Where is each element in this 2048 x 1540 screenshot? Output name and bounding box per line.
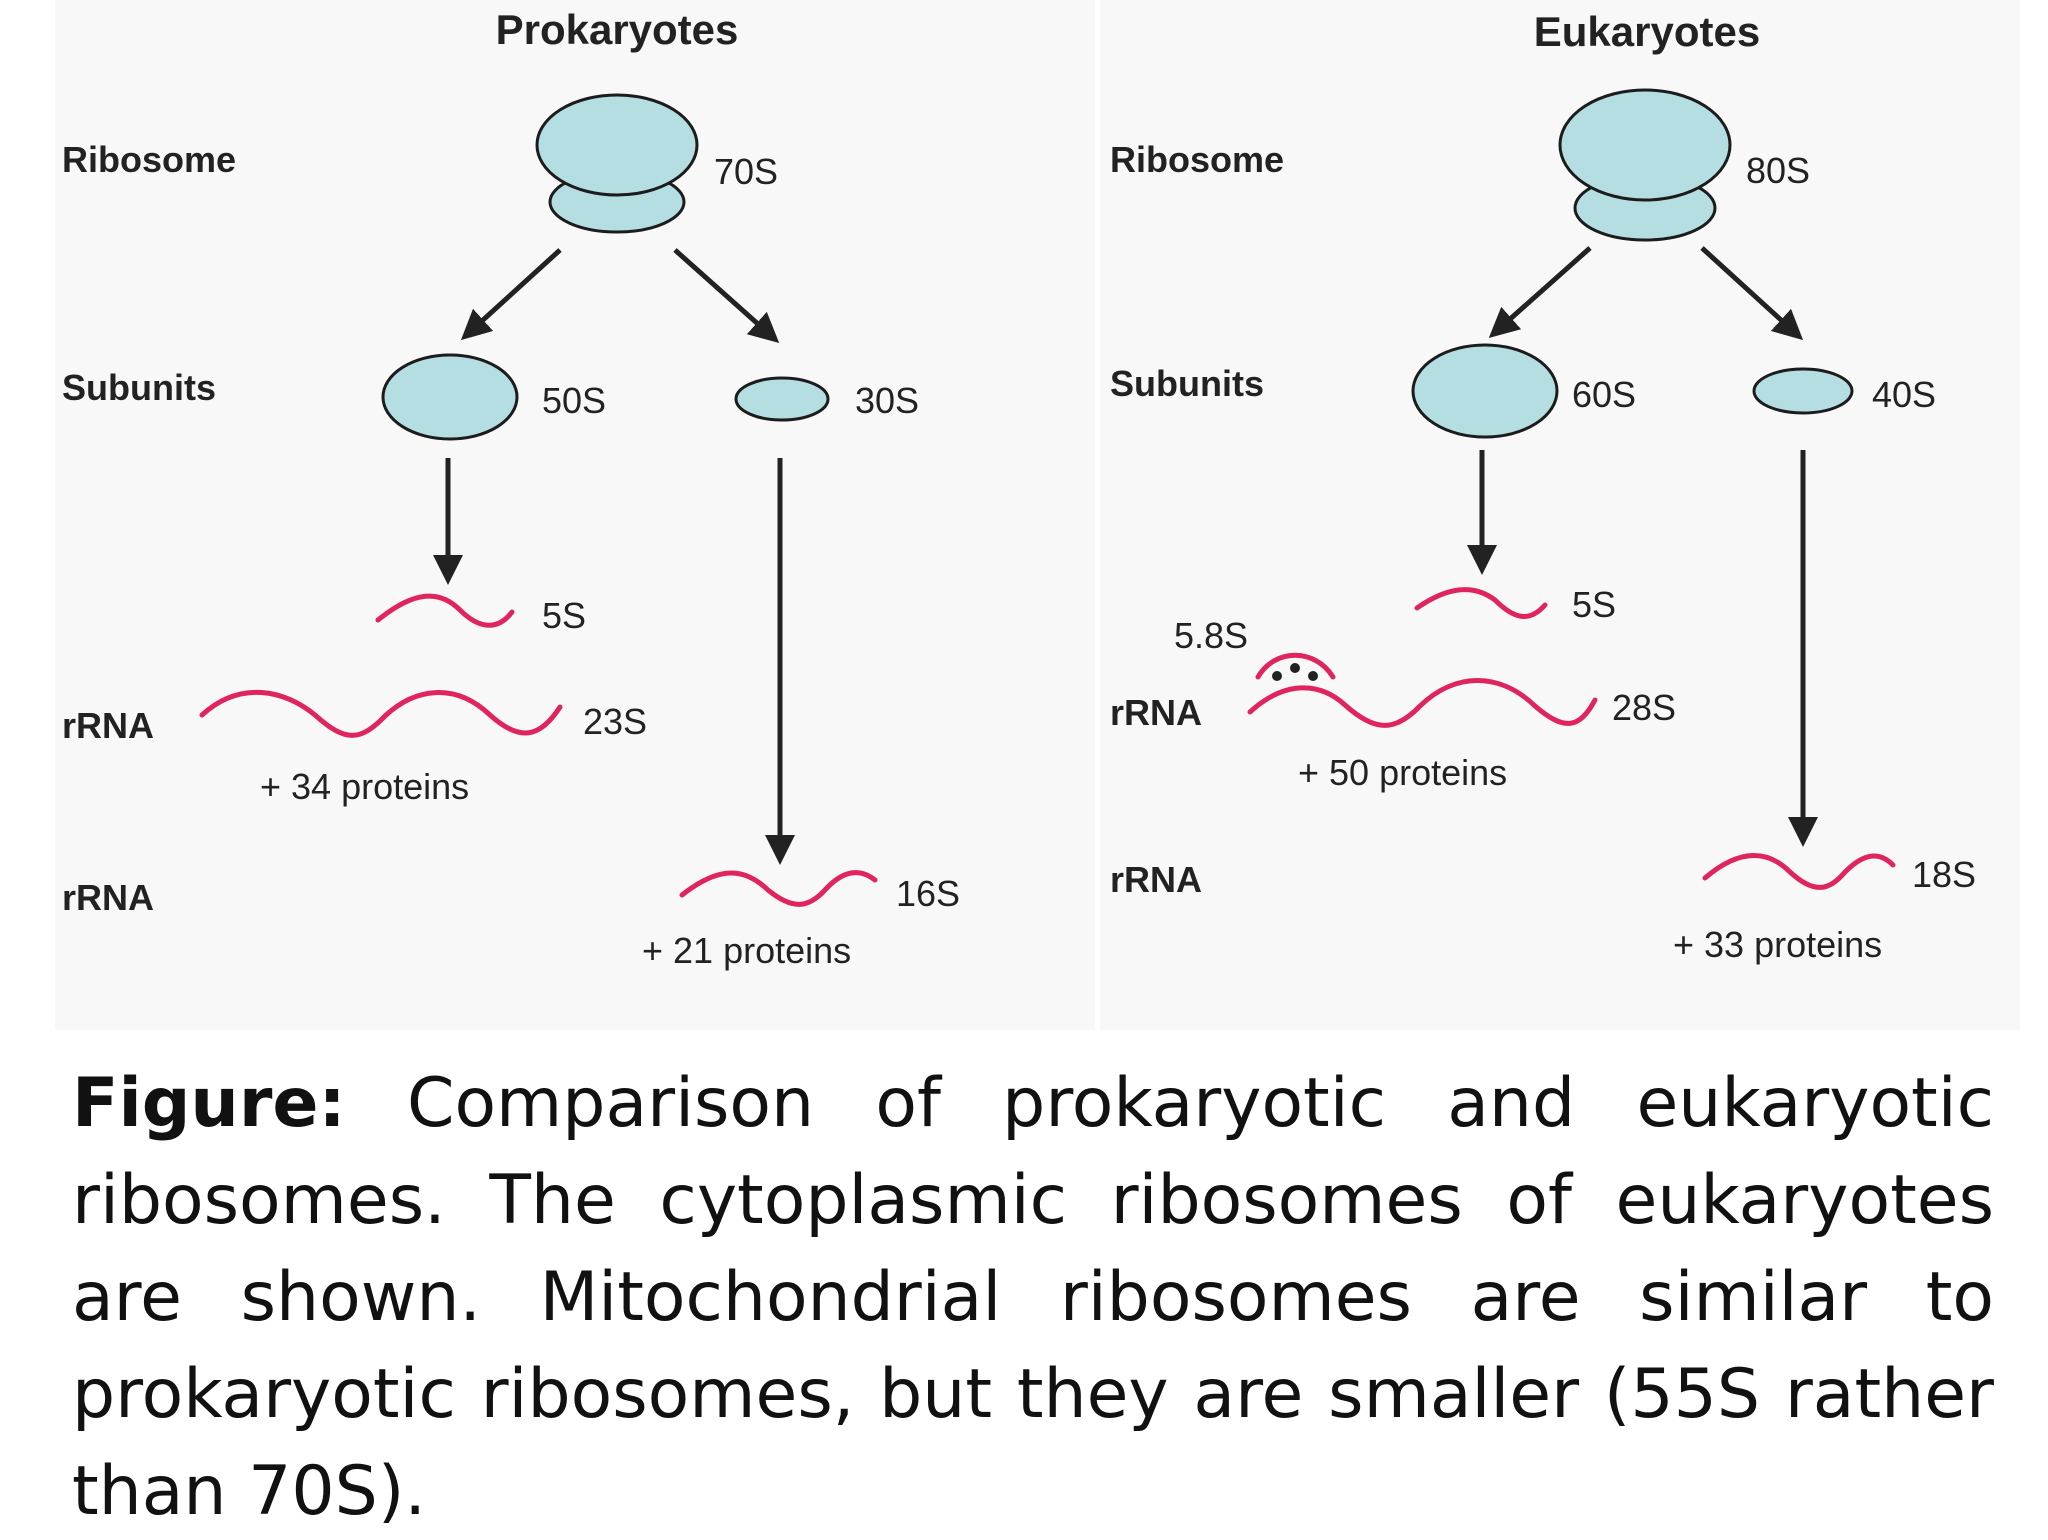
euk-large-subunit-label: 60S bbox=[1572, 374, 1636, 415]
euk-80s-ribosome-icon bbox=[1558, 88, 1732, 242]
prok-30s-subunit-icon bbox=[734, 376, 830, 422]
prok-small-subunit-label: 30S bbox=[855, 380, 919, 421]
euk-row-label-rrna: rRNA bbox=[1110, 692, 1202, 733]
euk-row-label-rrna-small: rRNA bbox=[1110, 859, 1202, 900]
euk-small-proteins-label: + 33 proteins bbox=[1673, 924, 1882, 965]
euk-40s-subunit-icon bbox=[1752, 367, 1854, 415]
figure-caption: Figure: Comparison of prokaryotic and eu… bbox=[72, 1055, 1994, 1540]
euk-5s-label: 5S bbox=[1572, 584, 1616, 625]
prokaryotes-title: Prokaryotes bbox=[496, 6, 739, 53]
euk-28s-rrna-icon bbox=[1247, 678, 1598, 728]
ribosome-comparison-diagram: Prokaryotes Ribosome Subunits rRNA rRNA … bbox=[62, 6, 1976, 971]
prok-ribosome-label: 70S bbox=[714, 151, 778, 192]
euk-18s-rrna-icon bbox=[1702, 853, 1896, 890]
euk-row-label-subunits: Subunits bbox=[1110, 363, 1264, 404]
prok-arrow-to-50s bbox=[460, 248, 562, 341]
prok-16s-label: 16S bbox=[896, 873, 960, 914]
euk-small-subunit-label: 40S bbox=[1872, 374, 1936, 415]
prok-row-label-rrna: rRNA bbox=[62, 705, 154, 746]
euk-5-8s-rrna-icon bbox=[1255, 652, 1336, 681]
caption-label: Figure: bbox=[72, 1064, 346, 1143]
euk-ribosome-label: 80S bbox=[1746, 150, 1810, 191]
caption-text: Comparison of prokaryotic and eukaryotic… bbox=[72, 1064, 1994, 1531]
prok-16s-rrna-icon bbox=[679, 870, 878, 907]
prok-row-label-rrna-small: rRNA bbox=[62, 877, 154, 918]
prok-23s-label: 23S bbox=[583, 701, 647, 742]
euk-arrow-to-60s bbox=[1488, 246, 1592, 338]
euk-18s-label: 18S bbox=[1912, 854, 1976, 895]
prok-5s-rrna-icon bbox=[375, 593, 515, 628]
prok-70s-ribosome-icon bbox=[535, 93, 699, 234]
euk-large-proteins-label: + 50 proteins bbox=[1298, 752, 1507, 793]
prok-row-label-ribosome: Ribosome bbox=[62, 139, 236, 180]
prok-23s-rrna-icon bbox=[199, 690, 563, 738]
euk-60s-subunit-icon bbox=[1411, 343, 1559, 439]
euk-arrow-to-40s bbox=[1700, 246, 1804, 341]
euk-5s-rrna-icon bbox=[1414, 587, 1548, 619]
euk-row-label-ribosome: Ribosome bbox=[1110, 139, 1284, 180]
prok-row-label-subunits: Subunits bbox=[62, 367, 216, 408]
eukaryotes-title: Eukaryotes bbox=[1534, 8, 1760, 55]
euk-28s-label: 28S bbox=[1612, 687, 1676, 728]
prok-5s-label: 5S bbox=[542, 595, 586, 636]
prok-50s-subunit-icon bbox=[381, 353, 519, 441]
prok-large-proteins-label: + 34 proteins bbox=[260, 766, 469, 807]
prok-large-subunit-label: 50S bbox=[542, 380, 606, 421]
prok-small-proteins-label: + 21 proteins bbox=[642, 930, 851, 971]
euk-5-8s-label: 5.8S bbox=[1174, 615, 1248, 656]
prok-arrow-to-30s bbox=[673, 248, 780, 343]
